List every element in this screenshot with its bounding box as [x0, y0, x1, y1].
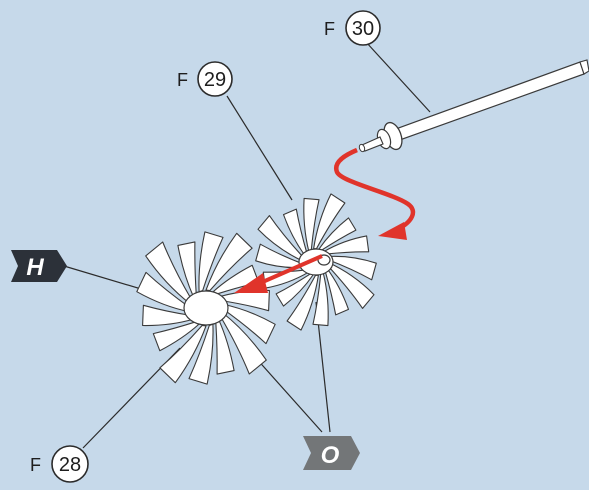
callout-f28: F 28 [30, 446, 88, 482]
callout-f30-number: 30 [352, 18, 374, 40]
callout-f28-prefix: F [30, 455, 41, 475]
callout-f30: F 30 [324, 11, 380, 45]
impeller-f28-hub [184, 291, 228, 325]
flag-o: O [303, 436, 360, 470]
impeller-f29 [256, 194, 377, 330]
callout-f29-number: 29 [204, 69, 226, 91]
callout-f29: F 29 [177, 62, 232, 96]
leader-f29 [227, 96, 292, 200]
callout-f28-number: 28 [59, 454, 81, 476]
arrow-shaft-head [378, 222, 407, 240]
impeller-f28 [137, 232, 275, 384]
callout-f29-prefix: F [177, 70, 188, 90]
callout-f30-prefix: F [324, 19, 335, 39]
shaft-part [358, 60, 589, 152]
shaft-body [393, 62, 584, 141]
flag-h-letter: H [26, 254, 44, 281]
flag-h: H [11, 250, 67, 282]
leader-f30 [366, 42, 430, 112]
arrow-shaft-path-inner [336, 150, 413, 229]
flag-o-letter: O [321, 442, 340, 469]
